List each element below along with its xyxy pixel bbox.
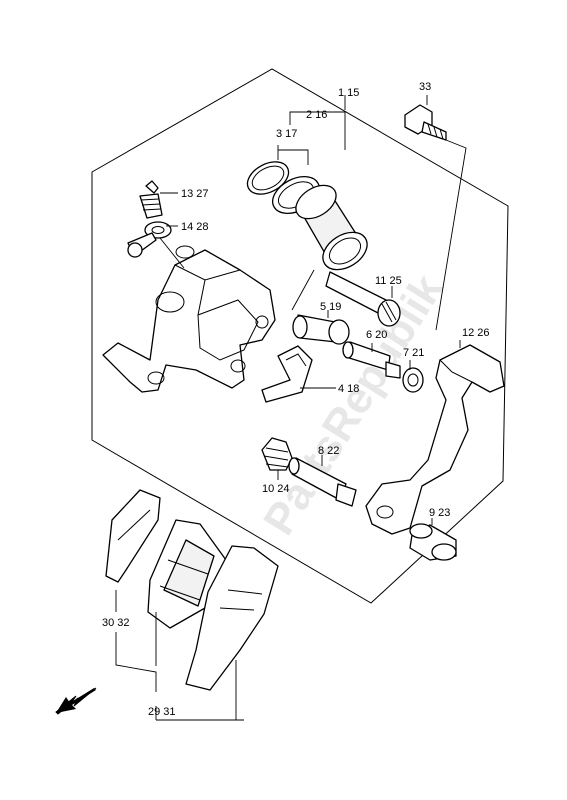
guide-pin — [288, 457, 357, 507]
caliper-body — [102, 245, 276, 393]
callout-14-28: 14 28 — [181, 221, 209, 233]
bracket-bushing — [409, 523, 457, 561]
callout-2-16: 2 16 — [306, 109, 327, 121]
callout-5-19: 5 19 — [320, 301, 341, 313]
brake-pad-rear — [105, 489, 161, 583]
leader-lines — [115, 95, 467, 721]
callout-9-23: 9 23 — [429, 507, 450, 519]
callout-12-26: 12 26 — [462, 327, 490, 339]
callout-30-32: 30 32 — [102, 617, 130, 629]
callout-29-31: 29 31 — [148, 706, 176, 718]
bleeder-cap — [127, 221, 172, 258]
mounting-bolt — [404, 104, 447, 141]
rubber-boot — [261, 437, 293, 471]
callout-7-21: 7 21 — [403, 347, 424, 359]
caliper-pin — [325, 271, 401, 327]
callout-8-22: 8 22 — [318, 445, 339, 457]
callout-4-18: 4 18 — [338, 383, 359, 395]
callout-6-20: 6 20 — [366, 329, 387, 341]
callout-33: 33 — [419, 81, 431, 93]
callout-10-24: 10 24 — [262, 483, 290, 495]
callout-labels: 1 15 2 16 3 17 33 13 27 14 28 11 25 5 19… — [102, 81, 490, 718]
callout-11-25: 11 25 — [375, 275, 402, 287]
washer — [402, 367, 424, 393]
assembly-frame — [91, 68, 509, 604]
callout-13-27: 13 27 — [181, 188, 209, 200]
callout-1-15: 1 15 — [338, 87, 359, 99]
callout-3-17: 3 17 — [276, 128, 297, 140]
slide-pin — [342, 341, 401, 379]
pad-shim — [185, 545, 279, 691]
caliper-bracket — [365, 344, 505, 535]
pin-sleeve — [292, 314, 350, 345]
caliper-piston — [295, 184, 368, 271]
front-direction-arrow — [55, 687, 97, 715]
bleeder-screw — [139, 180, 163, 219]
pad-spring — [261, 345, 313, 403]
